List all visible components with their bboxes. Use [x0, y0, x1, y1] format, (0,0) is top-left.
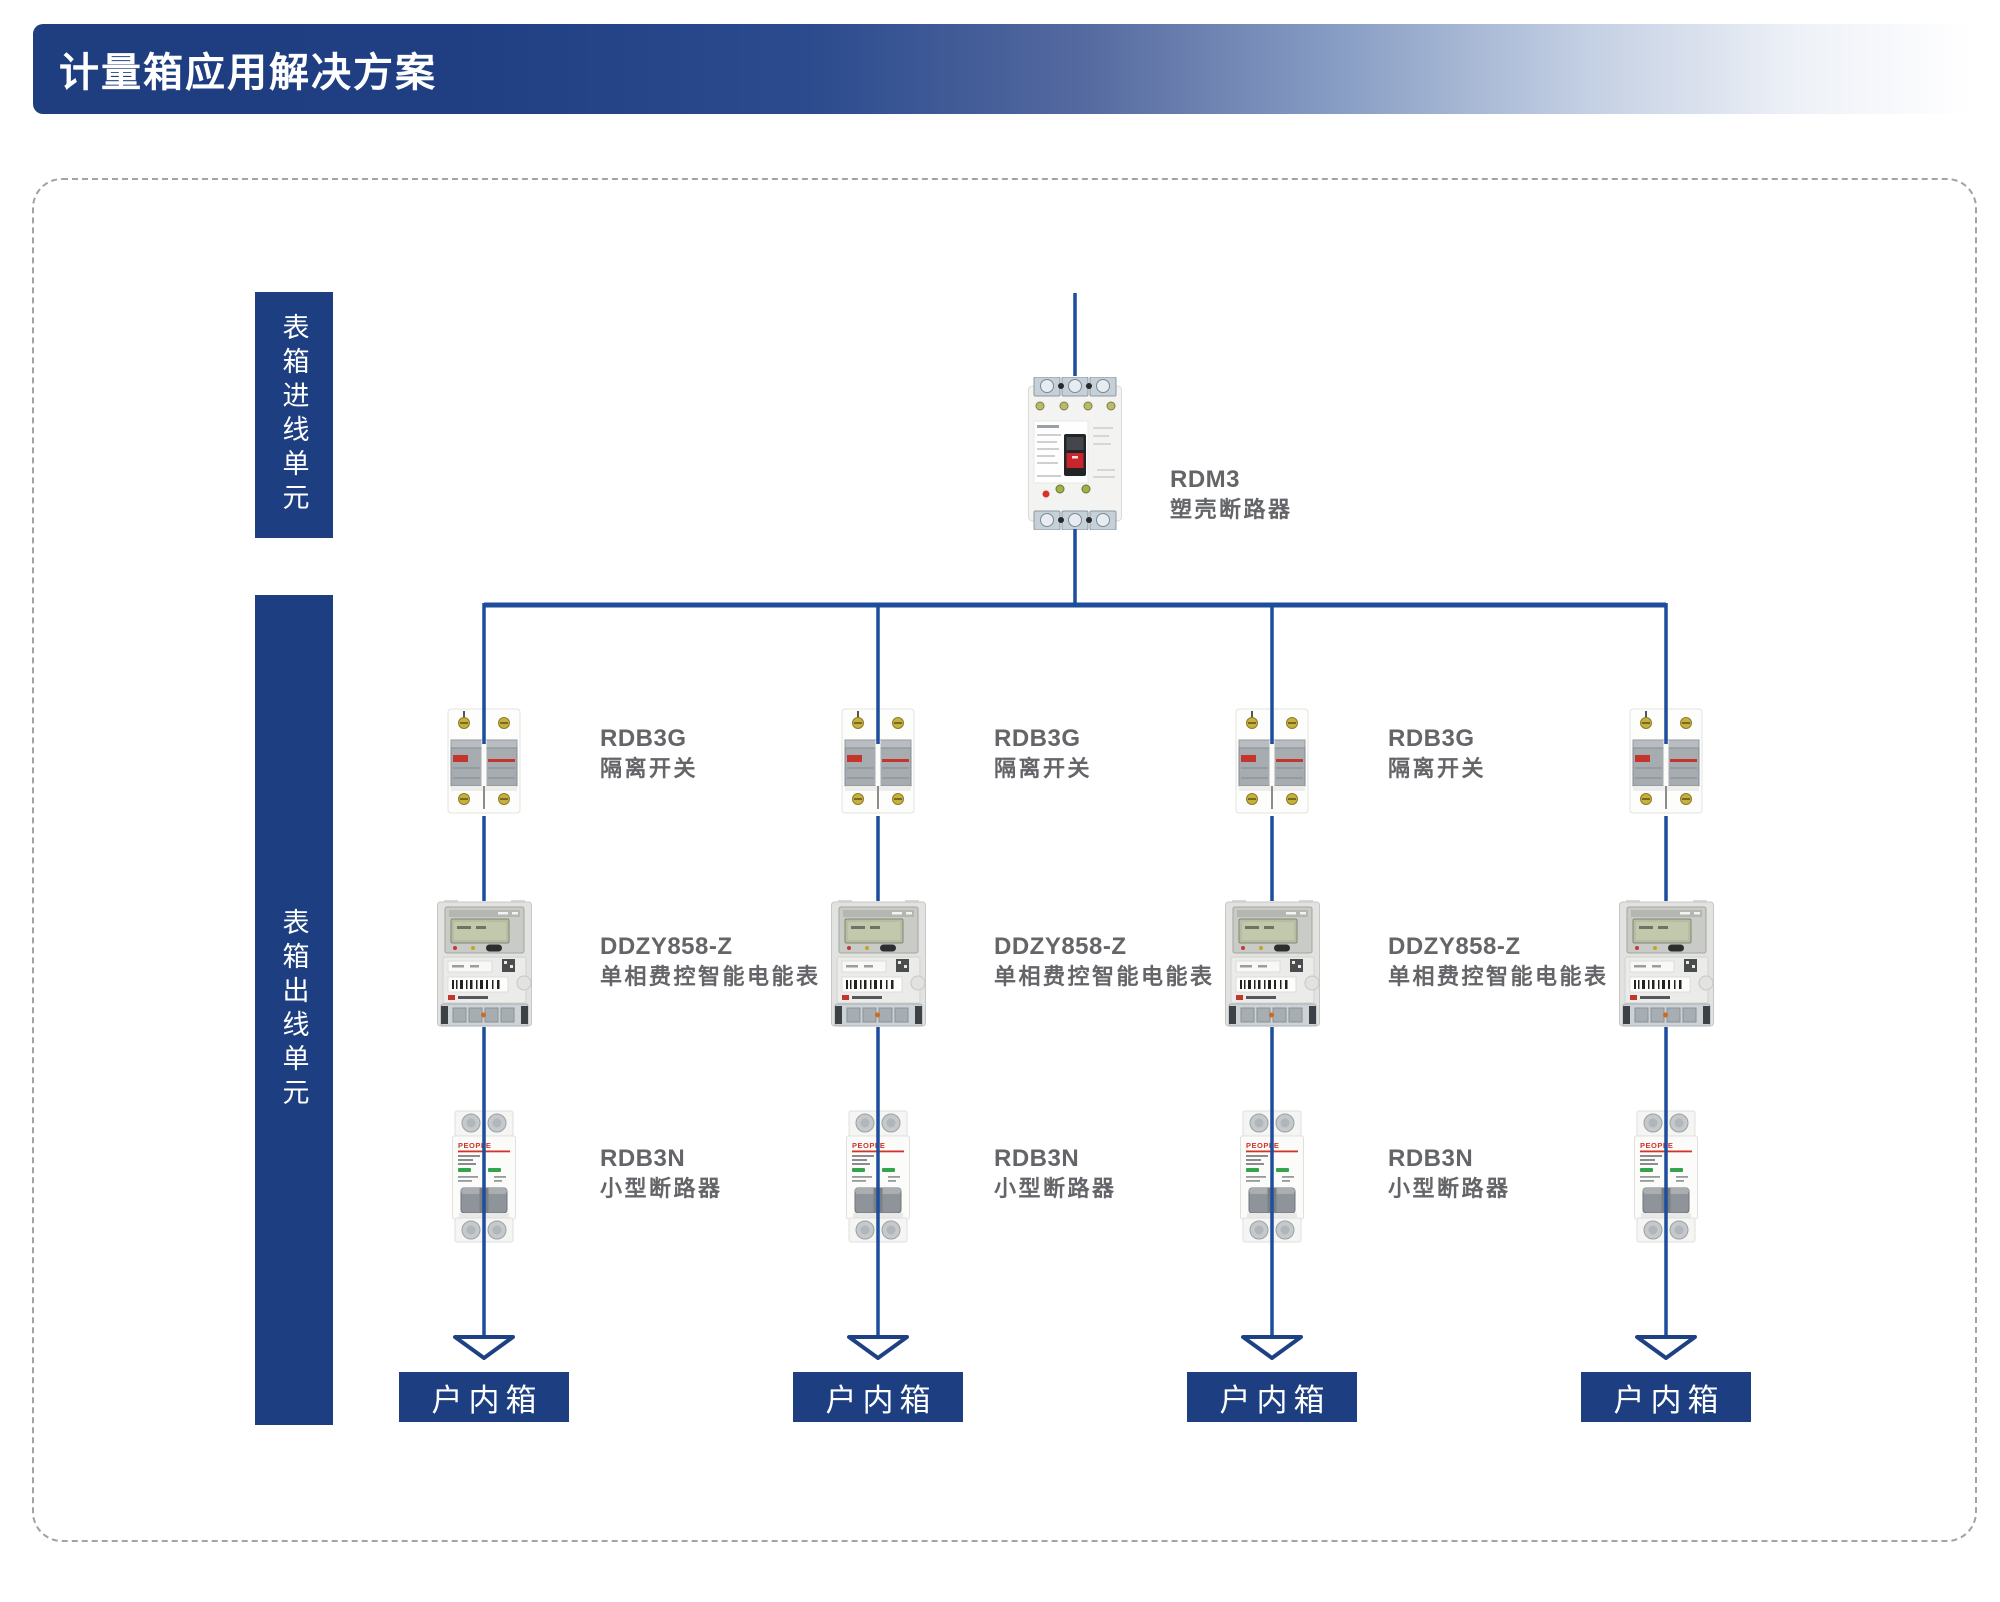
col3-meter-label: DDZY858-Z 单相费控智能电能表	[1388, 934, 1609, 989]
mcb-desc: 小型断路器	[1388, 1176, 1511, 1201]
mccb-model: RDM3	[1170, 466, 1241, 493]
section-bar-outgoing: 表箱出线单元	[255, 595, 333, 1425]
page-title: 计量箱应用解决方案	[59, 51, 437, 95]
col3-meter-image	[1224, 900, 1321, 1028]
col1-mcb-image	[450, 1110, 518, 1243]
meter-desc: 单相费控智能电能表	[600, 964, 821, 989]
section-label-incoming: 表箱进线单元	[278, 313, 309, 517]
col2-indoor-box-label: 户内箱	[793, 1372, 963, 1422]
col3-mcb-label: RDB3N 小型断路器	[1388, 1146, 1511, 1201]
col1-meter-image	[436, 900, 533, 1028]
isolator-model: RDB3G	[994, 725, 1081, 752]
col4-indoor-box-label: 户内箱	[1581, 1372, 1751, 1422]
col2-isolator-label: RDB3G 隔离开关	[994, 726, 1092, 781]
isolator-model: RDB3G	[600, 725, 687, 752]
col3-isolator-label: RDB3G 隔离开关	[1388, 726, 1486, 781]
meter-model: DDZY858-Z	[1388, 933, 1521, 960]
mcb-model: RDB3N	[994, 1145, 1080, 1172]
section-bar-incoming: 表箱进线单元	[255, 292, 333, 538]
col2-mcb-image	[844, 1110, 912, 1243]
col3-indoor-box-label: 户内箱	[1187, 1372, 1357, 1422]
col4-mcb-image	[1632, 1110, 1700, 1243]
col2-isolator-image	[841, 706, 915, 816]
col1-indoor-box-label: 户内箱	[399, 1372, 569, 1422]
col1-isolator-image	[447, 706, 521, 816]
col2-meter-label: DDZY858-Z 单相费控智能电能表	[994, 934, 1215, 989]
col1-mcb-label: RDB3N 小型断路器	[600, 1146, 723, 1201]
mcb-desc: 小型断路器	[994, 1176, 1117, 1201]
mccb-rdm3-image	[1027, 377, 1123, 530]
diagram-board	[32, 178, 1977, 1542]
mcb-desc: 小型断路器	[600, 1176, 723, 1201]
section-label-outgoing: 表箱出线单元	[278, 908, 309, 1112]
meter-model: DDZY858-Z	[600, 933, 733, 960]
col3-isolator-image	[1235, 706, 1309, 816]
isolator-desc: 隔离开关	[600, 756, 699, 781]
col3-mcb-image	[1238, 1110, 1306, 1243]
col4-isolator-image	[1629, 706, 1703, 816]
col2-meter-image	[830, 900, 927, 1028]
mcb-model: RDB3N	[1388, 1145, 1474, 1172]
isolator-desc: 隔离开关	[994, 756, 1093, 781]
mccb-desc: 塑壳断路器	[1170, 497, 1293, 522]
isolator-desc: 隔离开关	[1388, 756, 1487, 781]
meter-model: DDZY858-Z	[994, 933, 1127, 960]
col1-isolator-label: RDB3G 隔离开关	[600, 726, 698, 781]
meter-desc: 单相费控智能电能表	[994, 964, 1215, 989]
col2-mcb-label: RDB3N 小型断路器	[994, 1146, 1117, 1201]
meter-desc: 单相费控智能电能表	[1388, 964, 1609, 989]
col1-meter-label: DDZY858-Z 单相费控智能电能表	[600, 934, 821, 989]
mcb-model: RDB3N	[600, 1145, 686, 1172]
page-title-banner: 计量箱应用解决方案	[33, 24, 1973, 114]
isolator-model: RDB3G	[1388, 725, 1475, 752]
mccb-label: RDM3 塑壳断路器	[1170, 467, 1293, 522]
col4-meter-image	[1618, 900, 1715, 1028]
